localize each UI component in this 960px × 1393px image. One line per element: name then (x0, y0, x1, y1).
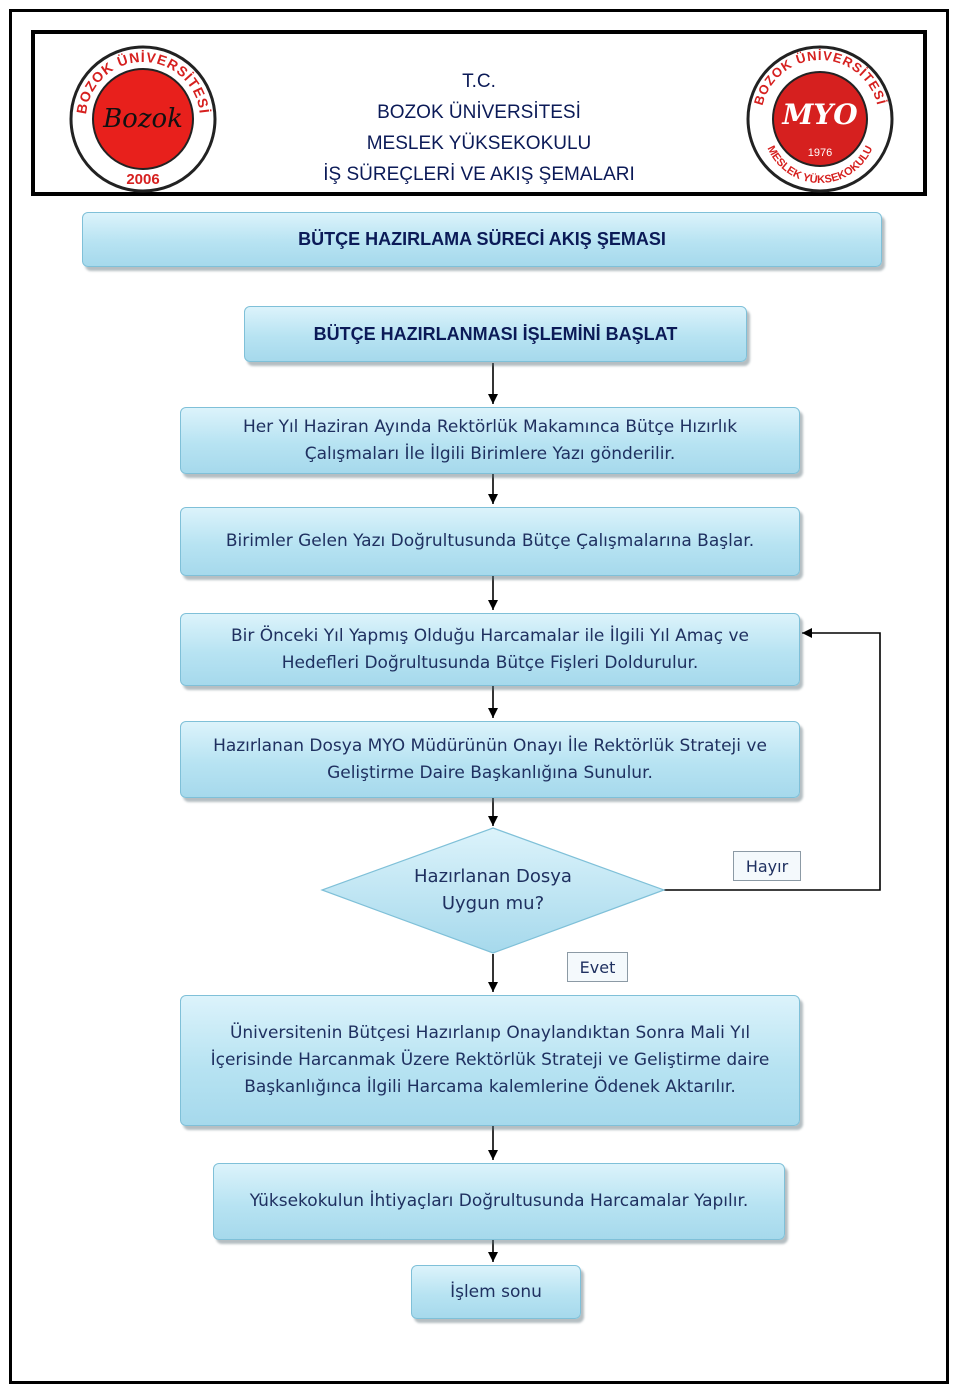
step-4: Hazırlanan Dosya MYO Müdürünün Onayı İle… (180, 721, 800, 798)
header-title: T.C. BOZOK ÜNİVERSİTESİ MESLEK YÜKSEKOKU… (35, 66, 923, 190)
yes-label: Evet (567, 952, 628, 982)
step-6: Yüksekokulun İhtiyaçları Doğrultusunda H… (213, 1163, 785, 1240)
header-line-tc: T.C. (462, 71, 496, 92)
header-line-subject: İŞ SÜREÇLERİ VE AKIŞ ŞEMALARI (323, 164, 635, 185)
decision-line-2: Uygun mu? (441, 893, 545, 914)
start-node: BÜTÇE HAZIRLANMASI İŞLEMİNİ BAŞLAT (244, 306, 747, 362)
right-logo-mark: MYO (781, 98, 858, 131)
decision-diamond (320, 827, 666, 954)
diagram-title: BÜTÇE HAZIRLAMA SÜRECİ AKIŞ ŞEMASI (82, 212, 882, 267)
step-3: Bir Önceki Yıl Yapmış Olduğu Harcamalar … (180, 613, 800, 686)
decision-text: Hazırlanan Dosya Uygun mu? (372, 863, 614, 917)
bozok-university-logo: BOZOK ÜNİVERSİTESİ Bozok 2006 (69, 45, 217, 193)
page-border (9, 9, 949, 1384)
left-logo-signature: Bozok (102, 104, 183, 134)
step-2: Birimler Gelen Yazı Doğrultusunda Bütçe … (180, 507, 800, 576)
step-5: Üniversitenin Bütçesi Hazırlanıp Onaylan… (180, 995, 800, 1126)
myo-logo: BOZOK ÜNİVERSİTESİ MESLEK YÜKSEKOKULU MY… (746, 45, 894, 193)
header-line-school: MESLEK YÜKSEKOKULU (366, 133, 592, 154)
right-logo-year: 1976 (808, 147, 832, 159)
decision-line-1: Hazırlanan Dosya (414, 866, 572, 887)
left-logo-year: 2006 (126, 171, 159, 188)
no-label: Hayır (733, 851, 801, 881)
end-node: İşlem sonu (411, 1265, 581, 1319)
step-1: Her Yıl Haziran Ayında Rektörlük Makamın… (180, 407, 800, 474)
arrow-no-loop-back (664, 628, 881, 891)
header-line-university: BOZOK ÜNİVERSİTESİ (377, 102, 581, 123)
